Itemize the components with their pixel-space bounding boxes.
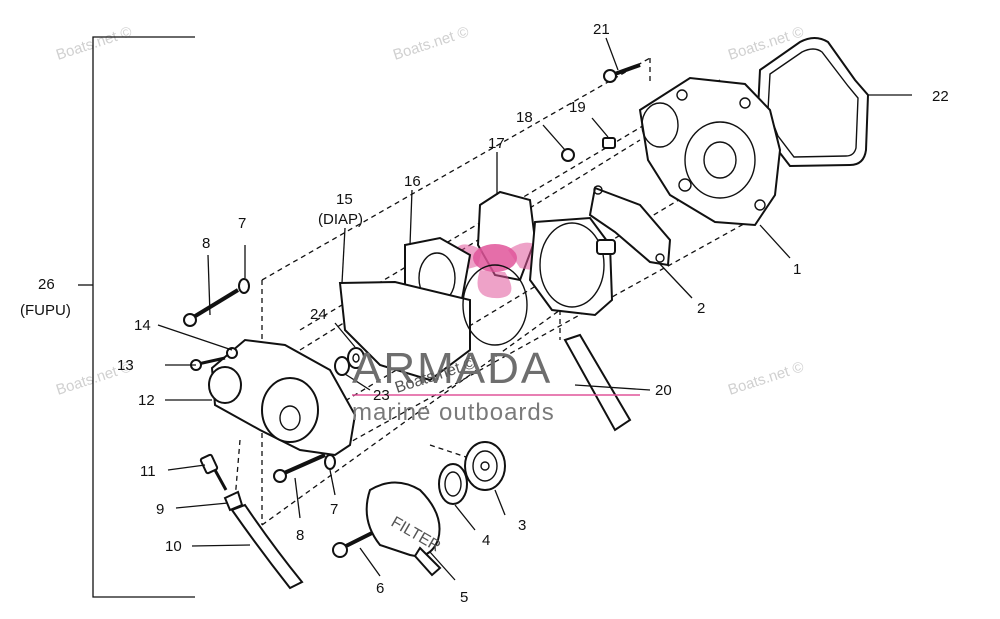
diaphragm — [338, 264, 528, 382]
callout-15: 15 — [336, 191, 353, 208]
pump-body — [208, 338, 357, 457]
callout-17: 17 — [488, 135, 505, 152]
callout-20: 20 — [655, 382, 672, 399]
brand-name: ARMADA — [352, 344, 552, 393]
callout-10: 10 — [165, 538, 182, 555]
brand-overlay: ARMADA marine outboards Boats.net © — [352, 344, 640, 426]
fuel-hose — [230, 503, 304, 590]
watermark-text: Boats.net © — [726, 358, 806, 398]
callout-9: 9 — [156, 501, 164, 518]
callout-12: 12 — [138, 392, 155, 409]
filter-cover: FILTER — [365, 481, 443, 577]
filter-gasket — [438, 463, 468, 505]
valve-housing — [528, 216, 616, 317]
callout-7-bottom: 7 — [330, 501, 338, 518]
filter-screen — [464, 441, 506, 491]
callout-21: 21 — [593, 21, 610, 38]
callout-1: 1 — [793, 261, 801, 278]
screw-8-bottom — [273, 453, 326, 483]
watermark-text: Boats.net © — [54, 23, 134, 63]
callout-23: 23 — [373, 387, 390, 404]
washer-7-top — [238, 278, 250, 294]
callout-24: 24 — [310, 306, 327, 323]
callout-3: 3 — [518, 517, 526, 534]
callout-6: 6 — [376, 580, 384, 597]
callout-11: 11 — [140, 463, 156, 480]
leader-lines — [157, 37, 912, 581]
callout-labels: 22 21 19 18 17 16 15 (DIAP) 1 2 7 8 26 (… — [20, 21, 949, 606]
washer-14 — [226, 347, 238, 359]
callout-7-top: 7 — [238, 215, 246, 232]
hose-fitting — [199, 453, 228, 491]
callout-4: 4 — [482, 532, 490, 549]
assembly-bracket — [78, 36, 195, 598]
valve-24 — [347, 347, 365, 369]
brand-subtitle: marine outboards — [352, 399, 555, 426]
callout-19: 19 — [569, 99, 586, 116]
screw-21 — [603, 63, 641, 83]
hose-clamp — [223, 490, 244, 512]
pump-cover — [638, 76, 782, 227]
screw-8-top — [183, 288, 240, 327]
rod-20 — [563, 333, 632, 432]
callout-26: 26 — [38, 276, 55, 293]
callout-14: 14 — [134, 317, 151, 334]
callout-8-bottom: 8 — [296, 527, 304, 544]
callout-15-sub: (DIAP) — [318, 211, 363, 228]
watermark-text: Boats.net © — [391, 23, 471, 63]
callout-26-sub: (FUPU) — [20, 302, 71, 319]
gasket-cover — [756, 37, 870, 168]
washer-7-bottom — [324, 454, 336, 470]
callout-5: 5 — [460, 589, 468, 606]
screw-6 — [332, 531, 373, 558]
callout-13: 13 — [117, 357, 134, 374]
callout-8-top: 8 — [202, 235, 210, 252]
valve-23 — [334, 356, 350, 376]
callout-22: 22 — [932, 88, 949, 105]
callout-16: 16 — [404, 173, 421, 190]
callout-18: 18 — [516, 109, 533, 126]
pin-19 — [602, 137, 616, 149]
callout-2: 2 — [697, 300, 705, 317]
nut-18 — [561, 148, 575, 162]
